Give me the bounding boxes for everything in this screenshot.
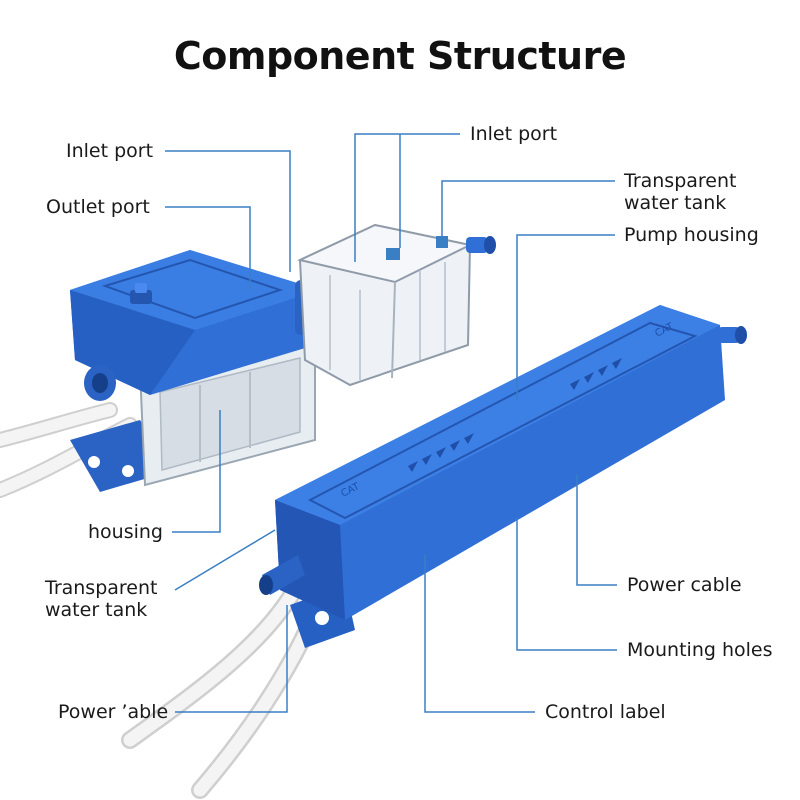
label-transparent-tank-left-line2: water tank <box>45 599 148 621</box>
outlet-nozzle-right <box>259 555 305 595</box>
label-housing: housing <box>88 521 163 543</box>
outlet-nozzle-left <box>84 365 116 401</box>
mounting-hole <box>122 465 134 477</box>
label-control-label: Control label <box>545 701 666 723</box>
mounting-hole <box>88 456 100 468</box>
transparent-water-tank <box>296 223 474 387</box>
label-inlet-port-right: Inlet port <box>470 123 558 145</box>
pump-housing-right <box>275 305 725 648</box>
page-title: Component Structure <box>173 34 627 78</box>
inlet-nozzle-right <box>718 326 747 344</box>
label-transparent-tank-right-line2: water tank <box>624 192 727 214</box>
label-transparent-tank-right-line1: Transparent <box>624 170 737 192</box>
label-mounting-holes: Mounting holes <box>627 639 773 661</box>
inlet-nozzle-tank <box>466 236 496 254</box>
label-transparent-tank-left-line1: Transparent <box>45 577 158 599</box>
label-power-cable-right: Power cable <box>627 574 742 596</box>
label-pump-housing: Pump housing <box>624 224 759 246</box>
leader-lines <box>165 133 617 713</box>
label-outlet-port-left: Outlet port <box>46 196 150 218</box>
label-power-cable-left: Power ’able <box>58 701 169 723</box>
label-inlet-port-left: Inlet port <box>66 140 154 162</box>
pump-housing-left <box>70 250 320 395</box>
mounting-hole <box>315 611 329 625</box>
